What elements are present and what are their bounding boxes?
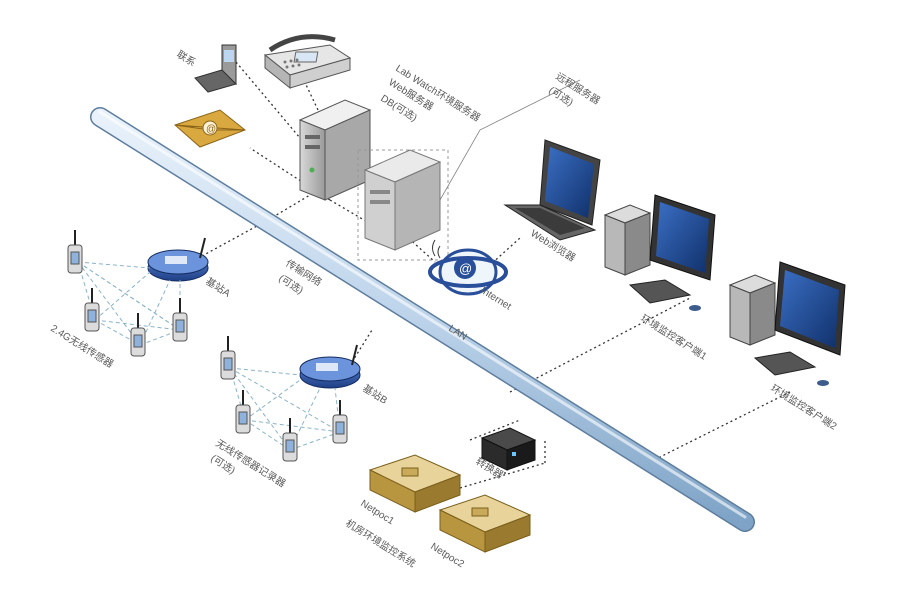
mobile-phone-icon [194, 44, 237, 93]
sensors-b [220, 336, 348, 462]
label-monitor-2: 环境监控客户端2 [768, 382, 839, 433]
svg-text:@: @ [459, 261, 472, 276]
sensor-icon [130, 313, 146, 357]
converter-icon [480, 427, 537, 471]
label-netpoc1: Netpoc1 [358, 498, 396, 527]
netpoc2-icon [438, 494, 532, 553]
email-icon: @ [174, 109, 246, 148]
label-wireless-a: 2.4G无线传感器 [48, 322, 116, 371]
label-phone: 联系 [174, 48, 197, 69]
base-station-a-icon [147, 237, 209, 282]
label-bottom-system: 机房环境监控系统 [343, 517, 418, 570]
label-netpoc2: Netpoc2 [428, 541, 466, 570]
label-base-a: 基站A [203, 275, 233, 300]
sensor-icon [282, 418, 298, 462]
web-browser-laptop-icon [503, 139, 601, 241]
label-base-b: 基站B [360, 382, 390, 407]
sensor-icon [235, 390, 251, 434]
db-server-icon [357, 149, 449, 261]
label-internet: Internet [478, 285, 513, 312]
lab-watch-server-icon [298, 99, 372, 201]
lan-backbone [90, 107, 755, 532]
svg-text:@: @ [206, 124, 216, 135]
sensor-icon [84, 288, 100, 332]
sensor-icon [67, 230, 83, 274]
sensor-icon [220, 336, 236, 380]
netpoc1-icon [368, 454, 462, 513]
label-monitor-1: 环境监控客户端1 [638, 312, 709, 363]
sensor-icon [172, 298, 188, 342]
phone-icon [263, 34, 352, 90]
base-station-b-icon [299, 344, 361, 389]
sensors-a [67, 230, 188, 357]
monitor-client-2-icon [728, 261, 846, 386]
internet-globe-icon: @ [428, 239, 508, 296]
annotation-lines [439, 79, 581, 201]
sensor-icon [332, 400, 348, 444]
monitor-client-1-icon [603, 194, 716, 311]
